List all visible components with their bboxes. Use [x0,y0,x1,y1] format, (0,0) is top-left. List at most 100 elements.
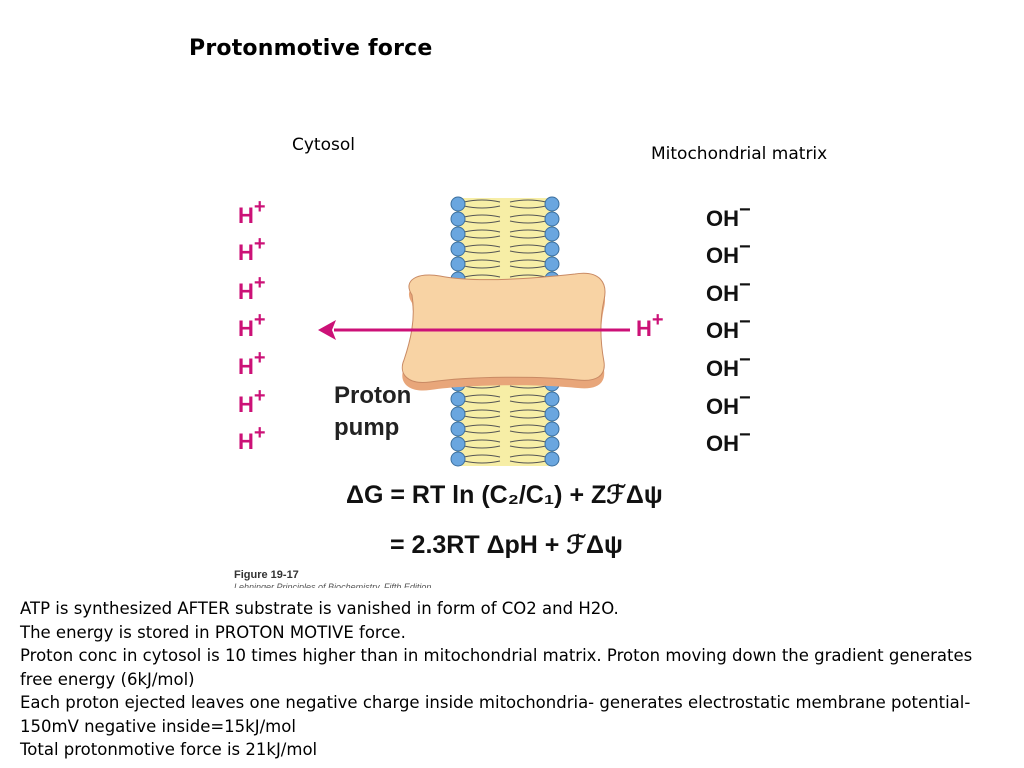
lipid-tail [509,394,547,404]
free-energy-equation-simplified: = 2.3RT ΔpH + ℱΔψ [390,531,623,559]
lipid-tail [509,259,547,269]
hydroxide-ion: OH− [706,200,751,232]
ion-charge: + [253,271,266,294]
lipid-tail [463,229,501,239]
lipid-head [544,451,560,467]
lipid-head [544,406,560,422]
ion-charge: + [253,195,266,218]
figure-caption: Figure 19-17 [234,569,299,581]
lipid-tail [463,424,501,434]
ion-charge: − [739,310,751,333]
hydroxide-ion: OH− [706,237,751,269]
proton-pump-label: Proton pump [334,380,411,444]
proton-pump [401,272,606,383]
lipid-tail [509,214,547,224]
slide-title: Protonmotive force [189,36,433,61]
lipid-tail [509,199,547,209]
lipid-tail [509,424,547,434]
ion-charge: + [253,346,266,369]
lipid-tail [463,439,501,449]
lipid-head [450,421,466,437]
ion-symbol: OH [706,206,739,231]
note-line: Each proton ejected leaves one negative … [20,693,971,736]
lipid-tail [509,244,547,254]
ion-charge: + [651,308,664,331]
ion-charge: + [253,384,266,407]
hydroxide-ion: OH− [706,312,751,344]
lipid-head [544,241,560,257]
lipid-head [450,451,466,467]
ion-symbol: OH [706,394,739,419]
lipid-tail [509,454,547,464]
hydroxide-ion: OH− [706,388,751,420]
lipid-tail [509,439,547,449]
cytosol-label: Cytosol [292,135,355,155]
lipid-head [450,211,466,227]
lipid-head [544,436,560,452]
proton-arrow-head [318,320,336,340]
ion-symbol: H [238,392,254,417]
lipid-tail [463,454,501,464]
lipid-tail [463,409,501,419]
matrix-label: Mitochondrial matrix [651,144,828,164]
ion-symbol: H [238,203,254,228]
proton-ion: H+ [238,234,266,266]
lipid-head [450,436,466,452]
ion-charge: + [253,421,266,444]
lipid-head [544,211,560,227]
free-energy-equation: ΔG = RT ln (C₂/C₁) + ZℱΔψ [346,481,663,509]
lipid-tail [463,214,501,224]
lipid-head [450,226,466,242]
ion-symbol: OH [706,243,739,268]
ion-charge: + [253,308,266,331]
hydroxide-ion: OH− [706,425,751,457]
note-line: ATP is synthesized AFTER substrate is va… [20,599,619,618]
figure-source: Lehninger Principles of Biochemistry, Fi… [234,582,432,588]
ion-symbol: OH [706,431,739,456]
pump-label-line1: Proton [334,382,412,409]
lipid-head [544,421,560,437]
lipid-head [544,256,560,272]
lipid-head [450,406,466,422]
lipid-head [544,196,560,212]
proton-ion: H+ [238,348,266,380]
notes-text: ATP is synthesized AFTER substrate is va… [20,597,1010,762]
ion-symbol: H [238,354,254,379]
ion-symbol: H [238,429,254,454]
lipid-tail [509,229,547,239]
lipid-head [544,226,560,242]
note-line: Proton conc in cytosol is 10 times highe… [20,646,973,689]
pump-label-line2: pump [334,414,400,441]
proton-ion: H+ [238,386,266,418]
ion-symbol: H [636,316,652,341]
note-line: The energy is stored in PROTON MOTIVE fo… [20,622,406,642]
pumped-proton-ion: H+ [636,310,664,342]
proton-ion: H+ [238,273,266,305]
note-line: Total protonmotive force is 21kJ/mol [20,740,318,759]
ion-charge: − [739,198,751,221]
lipid-head [450,256,466,272]
ion-charge: + [253,232,266,255]
ion-charge: − [739,273,751,296]
ion-symbol: OH [706,356,739,381]
proton-ion: H+ [238,423,266,455]
hydroxide-ion: OH− [706,275,751,307]
hydroxide-ion: OH− [706,350,751,382]
ion-charge: − [739,235,751,258]
lipid-tail [463,244,501,254]
ion-symbol: OH [706,281,739,306]
ion-charge: − [739,386,751,409]
ion-symbol: H [238,279,254,304]
ion-charge: − [739,423,751,446]
ion-symbol: H [238,240,254,265]
lipid-tail [509,409,547,419]
ion-symbol: H [238,316,254,341]
lipid-tail [463,259,501,269]
proton-ion: H+ [238,310,266,342]
proton-ion: H+ [238,197,266,229]
lipid-head [450,241,466,257]
ion-charge: − [739,348,751,371]
lipid-tail [463,394,501,404]
lipid-head [450,391,466,407]
